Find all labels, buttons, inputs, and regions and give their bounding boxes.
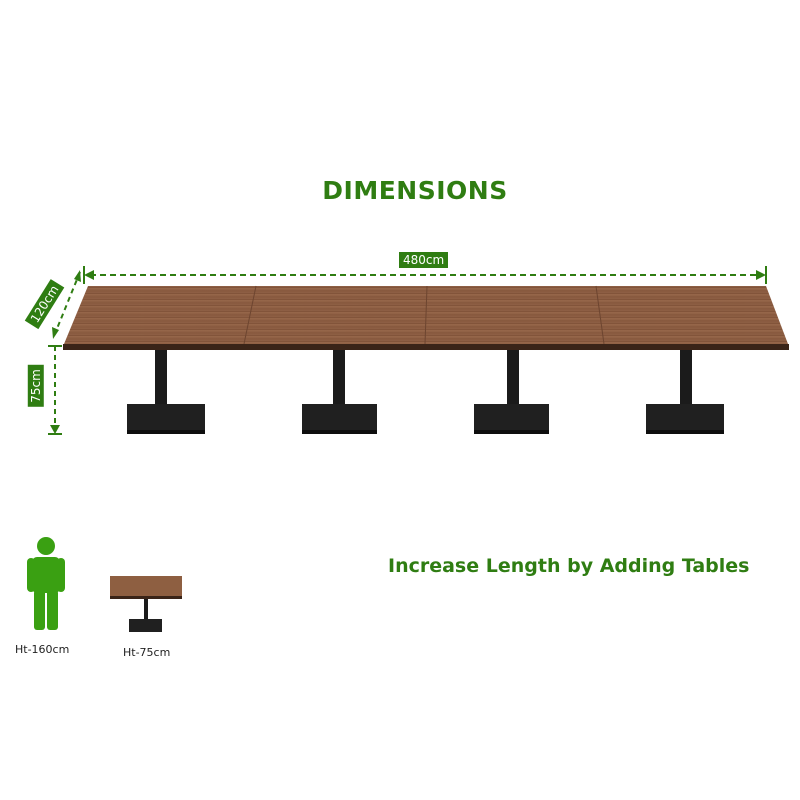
expand-tagline: Increase Length by Adding Tables xyxy=(388,555,750,577)
width-dimension-line xyxy=(52,270,81,339)
table-height-caption: Ht-75cm xyxy=(123,646,171,659)
tabletop-edge xyxy=(63,344,789,350)
person-height-caption: Ht-160cm xyxy=(15,643,70,656)
table-seam-3 xyxy=(595,285,605,345)
table-seam-2 xyxy=(424,285,428,345)
person-icon xyxy=(27,537,65,630)
pedestal-base-4 xyxy=(646,350,724,434)
pedestal-base-2 xyxy=(302,350,377,434)
pedestal-base-3 xyxy=(474,350,549,434)
height-dimension-line xyxy=(48,345,62,435)
height-label: 75cm xyxy=(27,365,44,407)
length-dimension-line xyxy=(83,266,767,284)
conference-table xyxy=(63,285,789,434)
single-table-icon xyxy=(110,576,182,632)
length-label: 480cm xyxy=(399,252,449,268)
pedestal-base-1 xyxy=(127,350,205,434)
page-title: DIMENSIONS xyxy=(322,176,508,205)
table-seam-1 xyxy=(243,285,257,345)
